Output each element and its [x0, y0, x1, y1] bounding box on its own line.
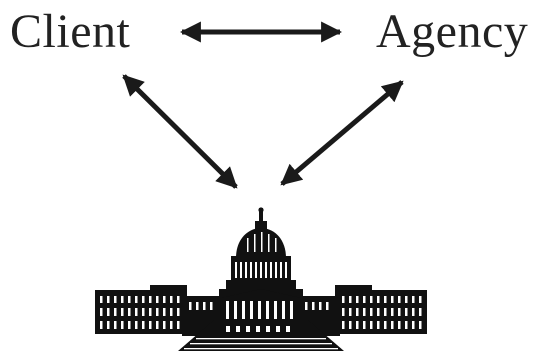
- capitol-building-details: [100, 232, 422, 350]
- capitol-building-icon: [95, 207, 427, 351]
- agency-label: Agency: [376, 5, 529, 58]
- client-label: Client: [10, 5, 131, 58]
- arrow-agency-government: [280, 80, 404, 186]
- arrow-client-government: [122, 74, 238, 189]
